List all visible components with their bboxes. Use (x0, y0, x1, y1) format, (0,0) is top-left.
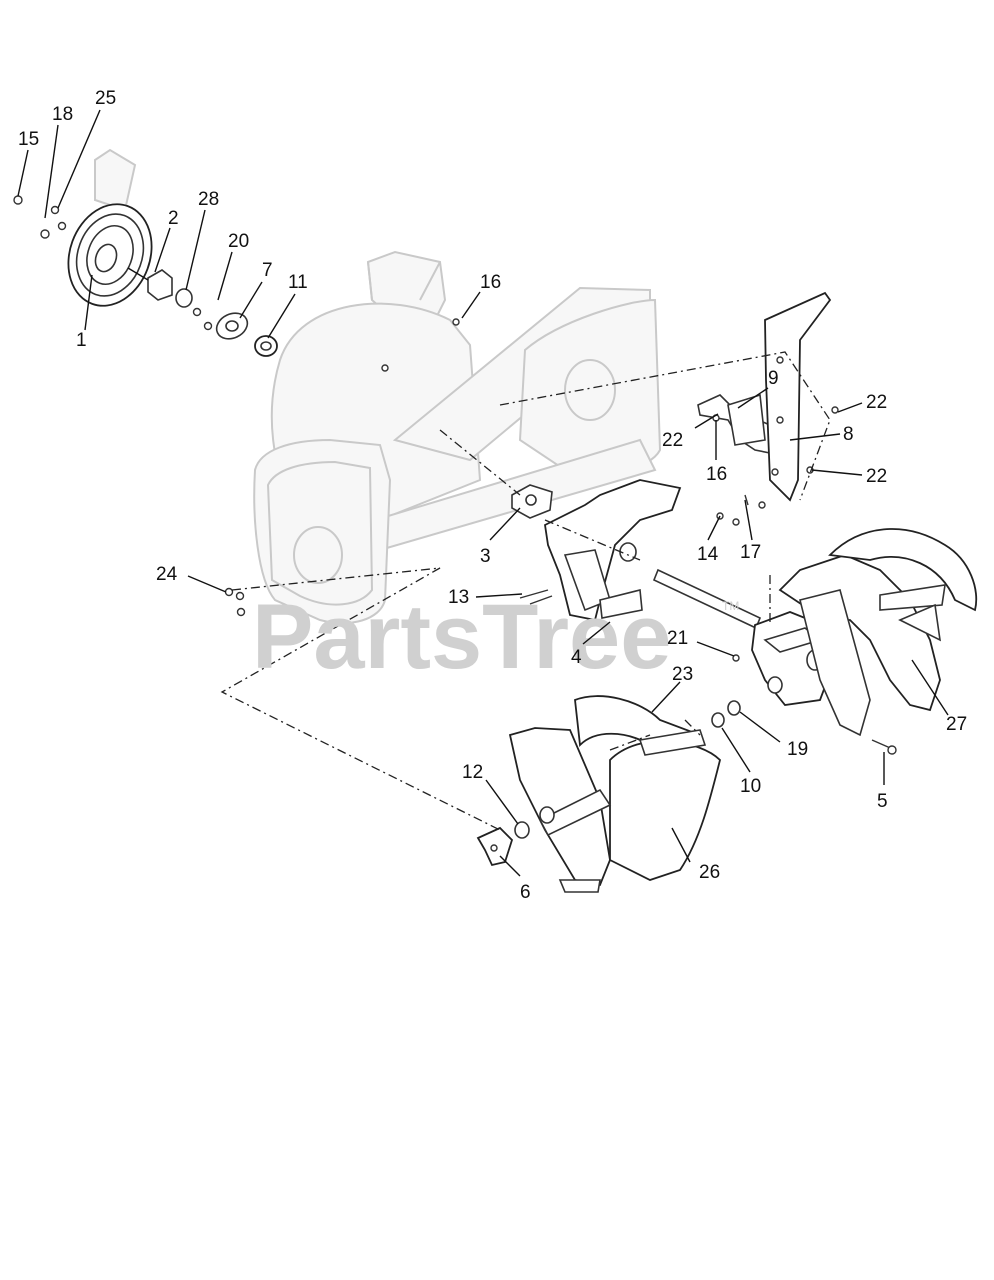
bracket-assembly (697, 291, 839, 526)
callout-15: 15 (18, 129, 39, 150)
hardware-24 (224, 318, 460, 617)
callout-23: 23 (672, 664, 693, 685)
callout-5: 5 (877, 791, 888, 812)
callout-2: 2 (168, 208, 179, 229)
watermark: PartsTree (252, 586, 671, 688)
callout-14: 14 (697, 544, 719, 565)
callout-20: 20 (228, 231, 249, 252)
callout-labels: 15 18 25 2 28 20 7 11 1 16 9 22 22 8 16 … (18, 88, 967, 903)
callout-24: 24 (156, 564, 178, 585)
callout-22-bottom: 22 (866, 466, 887, 487)
callout-10: 10 (740, 776, 761, 797)
callout-16-right: 16 (706, 464, 727, 485)
callout-26: 26 (699, 862, 720, 883)
pulley-assembly (13, 148, 278, 357)
auger-right (778, 528, 978, 737)
callout-21: 21 (667, 628, 688, 649)
callout-27: 27 (946, 714, 967, 735)
callout-8: 8 (843, 424, 854, 445)
assembly-lines (220, 351, 831, 831)
callout-22-top: 22 (866, 392, 887, 413)
callout-11: 11 (288, 272, 308, 293)
callout-4: 4 (571, 647, 582, 668)
callout-18: 18 (52, 104, 73, 125)
auger-left (508, 695, 721, 893)
callout-17: 17 (740, 542, 761, 563)
callout-16-top: 16 (480, 272, 501, 293)
callout-3: 3 (480, 546, 491, 567)
callout-13: 13 (448, 587, 469, 608)
impeller-assembly (511, 479, 762, 630)
callout-12: 12 (462, 762, 483, 783)
left-bearing (476, 821, 530, 867)
leader-lines (17, 109, 949, 877)
callout-6: 6 (520, 882, 531, 903)
callout-19: 19 (787, 739, 808, 760)
watermark-tm: TM (722, 599, 739, 613)
callout-28: 28 (198, 189, 219, 210)
callout-25: 25 (95, 88, 116, 109)
callout-1: 1 (76, 330, 87, 351)
callout-22-left: 22 (662, 430, 683, 451)
callout-9: 9 (768, 368, 779, 389)
callout-7: 7 (262, 260, 273, 281)
